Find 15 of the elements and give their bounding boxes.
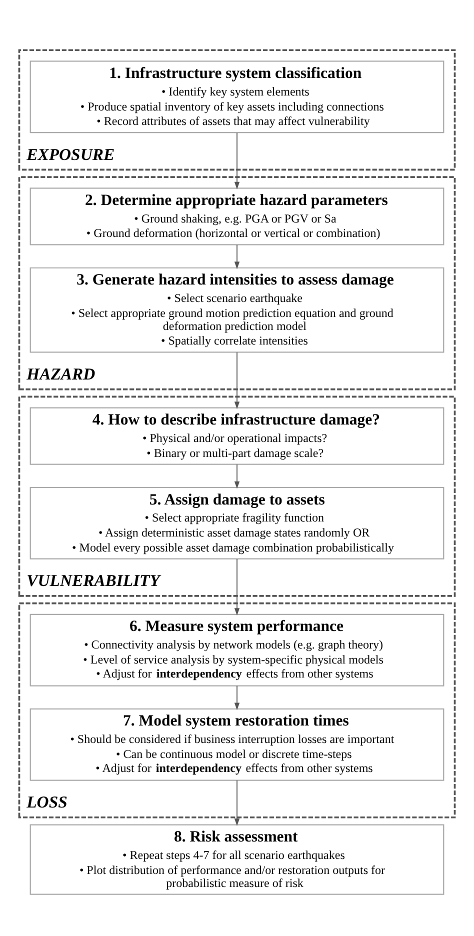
arrow bbox=[234, 132, 240, 189]
arrow bbox=[234, 463, 240, 488]
node-box: 1. Infrastructure system classification • Identify key system elements • Produce spatial inventory of key assets including connections • Record attributes of assets that may affect vulnerability bbox=[30, 60, 444, 133]
arrow bbox=[234, 684, 240, 710]
node-box: 8. Risk assessment • Repeat steps 4-7 for all scenario earthquakes • Plot distribution of performance and/or restoration outputs for probabilistic measure of risk bbox=[30, 824, 444, 894]
node-box: 3. Generate hazard intensities to assess damage • Select scenario earthquake • Select appropriate ground motion prediction equation and ground deformation prediction model • Spatially correlate intensities bbox=[30, 266, 444, 352]
arrow bbox=[234, 558, 240, 615]
arrow bbox=[234, 351, 240, 409]
arrow bbox=[234, 779, 240, 826]
node-box: 7. Model system restoration times • Should be considered if business interruption losses are important • Can be continuous model or discrete time-steps • Adjust for interdependency effects from other systems bbox=[30, 708, 444, 780]
node-box: 2. Determine appropriate hazard parameters • Ground shaking, e.g. PGA or PGV or Sa • Ground deformation (horizontal or vertical or combination) bbox=[30, 187, 444, 245]
node-box: 6. Measure system performance • Connectivity analysis by network models (e.g. graph theory) • Level of service analysis by system-specific physical models • Adjust for interdependency effects from other systems bbox=[30, 613, 444, 686]
arrow bbox=[234, 244, 240, 269]
node-box: 5. Assign damage to assets • Select appropriate fragility function • Assign deterministic asset damage states randomly OR • Model every possible asset damage combination probabilistically bbox=[30, 486, 444, 559]
node-box: 4. How to describe infrastructure damage? • Physical and/or operational impacts? • Binary or multi-part damage scale? bbox=[30, 406, 444, 464]
